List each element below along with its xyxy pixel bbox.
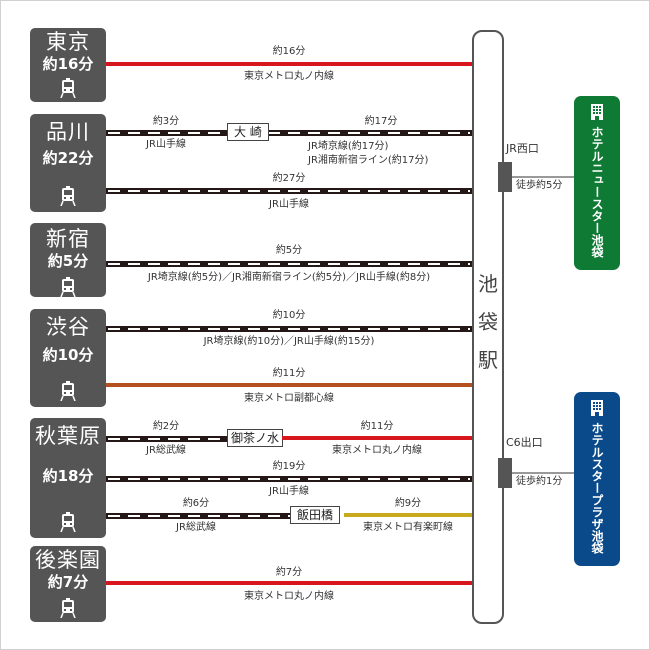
route-time: 約17分 bbox=[364, 116, 398, 127]
station-time: 約10分 bbox=[42, 346, 94, 364]
route-time: 約16分 bbox=[272, 46, 306, 57]
exit-name: JR西口 bbox=[506, 142, 539, 155]
terminal-name-char: 池 bbox=[478, 272, 498, 296]
station-name: 渋谷 bbox=[46, 315, 90, 339]
station-name: 東京 bbox=[46, 30, 90, 54]
station-name: 品川 bbox=[46, 120, 90, 144]
station-time: 約5分 bbox=[47, 252, 89, 270]
train-icon bbox=[60, 598, 76, 618]
station-name: 後楽園 bbox=[35, 548, 101, 572]
walk-time: 徒歩約1分 bbox=[516, 476, 563, 487]
yurakucho-line bbox=[344, 513, 472, 517]
walk-time: 徒歩約5分 bbox=[516, 180, 563, 191]
station-time: 約22分 bbox=[42, 149, 94, 167]
building-icon bbox=[591, 104, 603, 120]
route-time: 約11分 bbox=[360, 421, 394, 432]
jr-line bbox=[106, 188, 472, 194]
jr-line bbox=[106, 261, 472, 267]
route-line-name: JR埼京線(約17分) bbox=[308, 141, 389, 152]
exit-name: C6出口 bbox=[506, 436, 543, 449]
station-shinjuku: 新宿 約5分 bbox=[30, 223, 106, 297]
route-line-name: 東京メトロ丸ノ内線 bbox=[332, 445, 422, 456]
route-line-name: 東京メトロ有楽町線 bbox=[363, 522, 453, 533]
route-time: 約7分 bbox=[275, 567, 303, 578]
hotel-name: ホテルニュースター池袋 bbox=[590, 126, 604, 258]
route-time: 約5分 bbox=[275, 245, 303, 256]
station-shinagawa: 品川 約22分 bbox=[30, 114, 106, 212]
jr-line bbox=[106, 476, 472, 482]
marunouchi-line bbox=[106, 62, 472, 66]
ikebukuro-station bbox=[472, 30, 504, 624]
jr-line bbox=[106, 513, 292, 519]
building-icon bbox=[591, 400, 603, 416]
fukutoshin-line bbox=[106, 383, 472, 387]
terminal-name-char: 駅 bbox=[478, 348, 498, 372]
station-korakuen: 後楽園 約7分 bbox=[30, 546, 106, 622]
transfer-station-ochanomizu: 御茶ノ水 bbox=[227, 429, 284, 447]
route-line-name: JR埼京線(約10分)／JR山手線(約15分) bbox=[203, 336, 375, 347]
route-line-name: 東京メトロ丸ノ内線 bbox=[244, 591, 334, 602]
station-akihabara: 秋葉原 約18分 bbox=[30, 418, 106, 538]
marunouchi-line bbox=[282, 436, 472, 440]
route-line-name: JR湘南新宿ライン(約17分) bbox=[308, 155, 429, 166]
train-icon bbox=[60, 381, 76, 401]
exit-marker bbox=[498, 162, 512, 192]
walk-path bbox=[512, 176, 574, 178]
station-name: 秋葉原 bbox=[35, 424, 101, 448]
station-name: 新宿 bbox=[46, 227, 90, 251]
station-tokyo: 東京 約16分 bbox=[30, 28, 106, 102]
route-line-name: 東京メトロ副都心線 bbox=[244, 393, 334, 404]
hotel-name: ホテルスタープラザ池袋 bbox=[590, 422, 604, 554]
route-line-name: JR総武線 bbox=[146, 445, 186, 456]
route-time: 約2分 bbox=[152, 421, 180, 432]
route-line-name: JR埼京線(約5分)／JR湘南新宿ライン(約5分)／JR山手線(約8分) bbox=[147, 272, 431, 283]
exit-marker bbox=[498, 458, 512, 488]
station-time: 約16分 bbox=[42, 55, 94, 73]
route-line-name: 東京メトロ丸ノ内線 bbox=[244, 71, 334, 82]
hotel-new-star-ikebukuro[interactable]: ホテルニュースター池袋 bbox=[574, 96, 620, 270]
route-line-name: JR山手線 bbox=[269, 486, 309, 497]
train-icon bbox=[60, 512, 76, 532]
route-time: 約19分 bbox=[272, 461, 306, 472]
transfer-station-iidabashi: 飯田橋 bbox=[290, 506, 341, 524]
route-time: 約6分 bbox=[182, 498, 210, 509]
route-line-name: JR山手線 bbox=[269, 199, 309, 210]
route-time: 約3分 bbox=[152, 116, 180, 127]
jr-line bbox=[106, 130, 472, 136]
jr-line bbox=[106, 326, 472, 332]
station-time: 約18分 bbox=[42, 467, 94, 485]
route-line-name: JR山手線 bbox=[146, 139, 186, 150]
hotel-star-plaza-ikebukuro[interactable]: ホテルスタープラザ池袋 bbox=[574, 392, 620, 566]
route-time: 約27分 bbox=[272, 173, 306, 184]
route-line-name: JR総武線 bbox=[176, 522, 216, 533]
train-icon bbox=[60, 78, 76, 98]
route-time: 約9分 bbox=[394, 498, 422, 509]
marunouchi-line bbox=[106, 581, 472, 585]
walk-path bbox=[512, 472, 574, 474]
route-time: 約11分 bbox=[272, 368, 306, 379]
terminal-name-char: 袋 bbox=[478, 310, 498, 334]
jr-line bbox=[106, 436, 230, 442]
train-icon bbox=[60, 277, 76, 297]
transfer-station-osaki: 大 崎 bbox=[227, 123, 269, 141]
train-icon bbox=[60, 186, 76, 206]
station-time: 約7分 bbox=[47, 573, 89, 591]
route-time: 約10分 bbox=[272, 310, 306, 321]
station-shibuya: 渋谷 約10分 bbox=[30, 309, 106, 407]
